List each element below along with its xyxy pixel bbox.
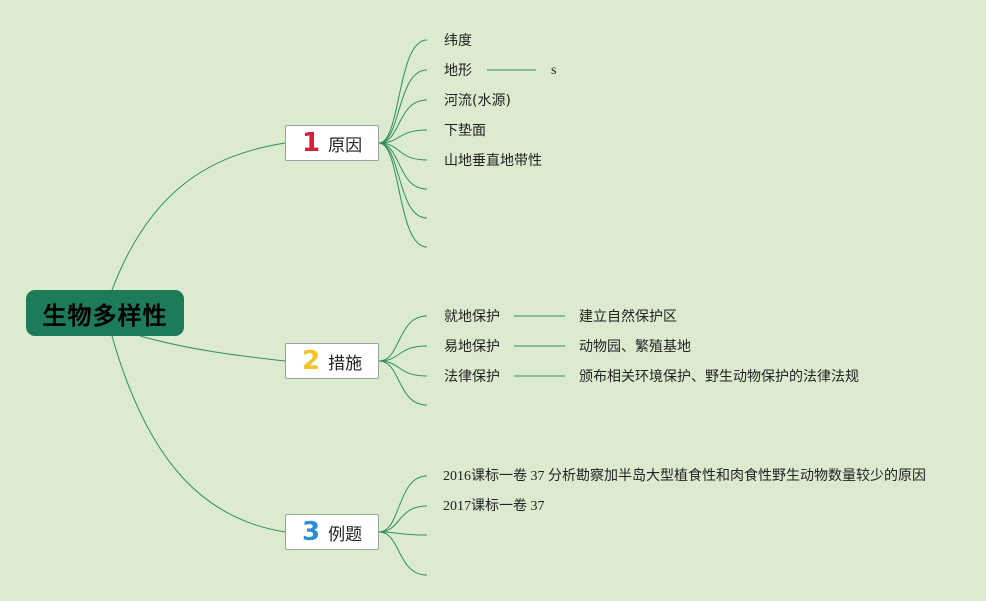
leaf-detail[interactable]: 动物园、繁殖基地	[579, 339, 691, 355]
root-node[interactable]: 生物多样性	[26, 290, 184, 336]
leaf-topic[interactable]: 地形	[444, 63, 472, 79]
leaf-connector	[378, 142, 428, 248]
leaf-connector	[378, 475, 428, 533]
branch-label: 措施	[328, 353, 363, 374]
leaf-connector	[378, 39, 428, 144]
branch-label: 原因	[328, 135, 363, 156]
leaf-connector	[378, 142, 428, 190]
leaf-connector	[378, 142, 428, 161]
leaf-connector	[378, 531, 428, 576]
leaf-topic[interactable]: 下垫面	[444, 123, 486, 139]
leaf-connector	[378, 345, 428, 362]
leaf-connector	[378, 99, 428, 144]
branch-label: 例题	[328, 524, 363, 545]
leaf-connector	[378, 129, 428, 144]
leaf-connector	[378, 360, 428, 406]
leaf-topic[interactable]: 法律保护	[444, 369, 500, 385]
leaf-topic[interactable]: 山地垂直地带性	[444, 153, 542, 169]
leaf-detail[interactable]: 建立自然保护区	[579, 309, 677, 325]
leaf-detail[interactable]: 颁布相关环境保护、野生动物保护的法律法规	[579, 369, 859, 385]
branch-number-icon: 2	[302, 346, 321, 376]
branch-node-examples[interactable]: 3 例题	[285, 514, 379, 550]
root-connector	[139, 335, 286, 362]
leaf-connector	[378, 360, 428, 377]
leaf-topic[interactable]: 2016课标一卷 37 分析勘察加半岛大型植食性和肉食性野生动物数量较少的原因	[443, 469, 926, 484]
leaf-connector	[378, 69, 428, 144]
leaf-topic[interactable]: 易地保护	[444, 339, 500, 355]
root-connector	[111, 335, 286, 533]
leaf-topic[interactable]: 2017课标一卷 37	[443, 499, 545, 514]
branch-number-icon: 1	[302, 128, 321, 158]
branch-node-reasons[interactable]: 1 原因	[285, 125, 379, 161]
leaf-topic[interactable]: 就地保护	[444, 309, 500, 325]
leaf-topic[interactable]: 纬度	[444, 33, 472, 49]
branch-node-measures[interactable]: 2 措施	[285, 343, 379, 379]
leaf-connector	[378, 505, 428, 533]
root-label: 生物多样性	[42, 301, 168, 330]
leaf-connector	[378, 531, 428, 536]
root-connector	[111, 142, 286, 291]
leaf-connector	[378, 315, 428, 362]
branch-number-icon: 3	[302, 517, 321, 547]
leaf-detail[interactable]: s	[551, 63, 557, 78]
leaf-topic[interactable]: 河流(水源)	[444, 93, 511, 109]
